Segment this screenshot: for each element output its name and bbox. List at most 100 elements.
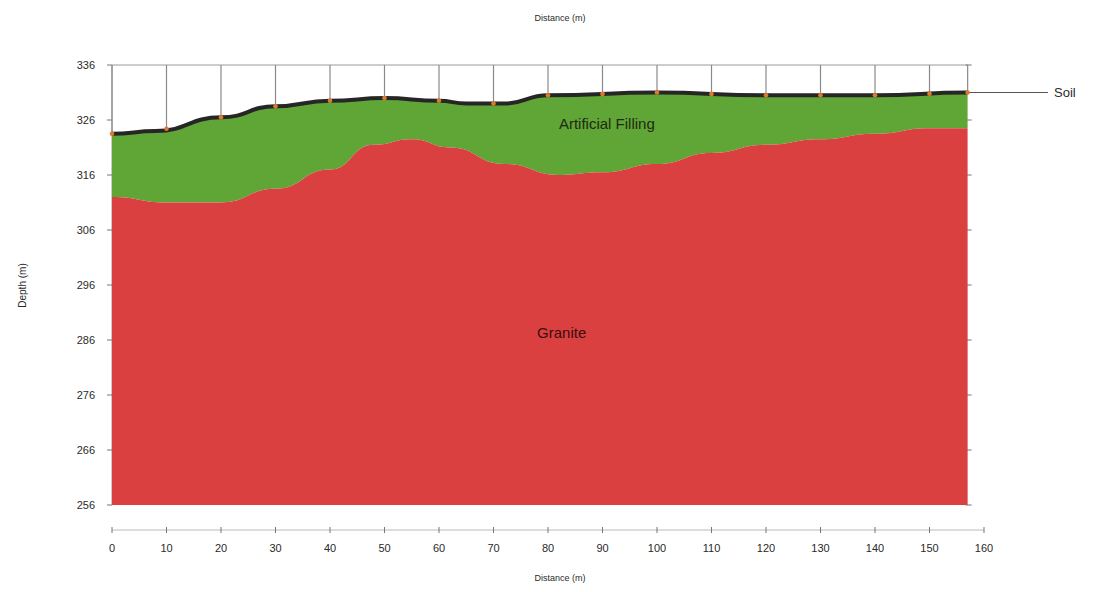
tick-label: 140 xyxy=(866,542,884,554)
x-tick xyxy=(439,527,440,533)
tick-label: 110 xyxy=(703,542,721,554)
tick-label: 40 xyxy=(324,542,336,554)
tick-label: 306 xyxy=(77,224,95,236)
tick-label: 50 xyxy=(378,542,390,554)
axis-title: Distance (m) xyxy=(534,573,585,583)
y-tick xyxy=(107,285,112,286)
electrode-dot xyxy=(709,92,714,97)
y-tick xyxy=(107,340,112,341)
electrode-line xyxy=(656,65,657,93)
electrode-line xyxy=(220,65,221,117)
electrode-dot xyxy=(764,93,769,98)
y-tick xyxy=(107,230,112,231)
tick-label: 276 xyxy=(77,389,95,401)
electrode-dot xyxy=(110,131,115,136)
electrode-dot xyxy=(546,93,551,98)
electrode-line xyxy=(384,65,385,98)
tick-label: 30 xyxy=(269,542,281,554)
y-tick xyxy=(107,395,112,396)
x-tick xyxy=(820,527,821,533)
electrode-line xyxy=(711,65,712,94)
y-tick-right xyxy=(966,65,972,66)
tick-label: 100 xyxy=(648,542,666,554)
x-tick xyxy=(766,527,767,533)
x-tick xyxy=(875,527,876,533)
x-tick xyxy=(112,527,113,533)
y-tick xyxy=(107,120,112,121)
tick-label: 130 xyxy=(811,542,829,554)
tick-label: 160 xyxy=(975,542,993,554)
y-tick xyxy=(107,65,112,66)
y-tick xyxy=(107,505,112,506)
tick-label: 316 xyxy=(77,169,95,181)
electrode-dot xyxy=(437,98,442,103)
electrode-line xyxy=(438,65,439,101)
x-tick xyxy=(275,527,276,533)
x-tick xyxy=(602,527,603,533)
tick-label: 266 xyxy=(77,444,95,456)
soil-layer xyxy=(112,93,968,134)
granite-layer: Granite xyxy=(112,65,992,515)
tick-label: 0 xyxy=(109,542,115,554)
x-tick xyxy=(984,527,985,533)
x-tick xyxy=(657,527,658,533)
electrode-line xyxy=(329,65,330,101)
tick-label: 336 xyxy=(77,59,95,71)
tick-label: 20 xyxy=(215,542,227,554)
soil-label: Soil xyxy=(1054,85,1076,100)
electrode-dot xyxy=(873,93,878,98)
electrode-line xyxy=(929,65,930,94)
tick-label: 286 xyxy=(77,334,95,346)
electrode-line xyxy=(602,65,603,94)
axis-title: Distance (m) xyxy=(534,13,585,23)
electrode-line xyxy=(166,65,167,129)
electrode-line xyxy=(275,65,276,106)
electrode-dot xyxy=(328,98,333,103)
electrode-line xyxy=(547,65,548,95)
tick-label: 326 xyxy=(77,114,95,126)
electrode-dot xyxy=(273,104,278,109)
y-tick xyxy=(107,175,112,176)
x-tick xyxy=(384,527,385,533)
electrode-line xyxy=(874,65,875,95)
electrode-dot xyxy=(818,93,823,98)
tick-label: 150 xyxy=(920,542,938,554)
layer-label: Artificial Filling xyxy=(559,115,655,132)
x-tick xyxy=(221,527,222,533)
tick-label: 10 xyxy=(160,542,172,554)
electrode-line xyxy=(820,65,821,95)
electrode-line xyxy=(493,65,494,104)
electrode-dot xyxy=(219,115,224,120)
y-tick xyxy=(107,450,112,451)
layer-shape xyxy=(112,65,992,515)
x-tick xyxy=(929,527,930,533)
tick-label: 296 xyxy=(77,279,95,291)
electrode-dot xyxy=(164,126,169,131)
electrode-dot xyxy=(491,101,496,106)
tick-label: 60 xyxy=(433,542,445,554)
electrode-dot xyxy=(965,90,970,95)
electrode-dot xyxy=(655,90,660,95)
tick-label: 80 xyxy=(542,542,554,554)
top-line xyxy=(112,65,968,66)
layer-label: Granite xyxy=(537,324,586,341)
electrode-line xyxy=(967,65,968,93)
electrode-dot xyxy=(927,91,932,96)
electrode-dot xyxy=(600,92,605,97)
electrode-dot xyxy=(382,96,387,101)
electrode-line xyxy=(111,65,112,134)
x-tick xyxy=(493,527,494,533)
x-tick xyxy=(711,527,712,533)
electrode-line xyxy=(765,65,766,95)
tick-label: 256 xyxy=(77,499,95,511)
layer-fill xyxy=(112,128,968,505)
tick-label: 70 xyxy=(487,542,499,554)
axis-title: Depth (m) xyxy=(17,263,28,307)
leader-line xyxy=(970,92,1048,93)
tick-label: 120 xyxy=(757,542,775,554)
x-tick xyxy=(166,527,167,533)
tick-label: 90 xyxy=(596,542,608,554)
x-tick xyxy=(330,527,331,533)
x-tick xyxy=(548,527,549,533)
